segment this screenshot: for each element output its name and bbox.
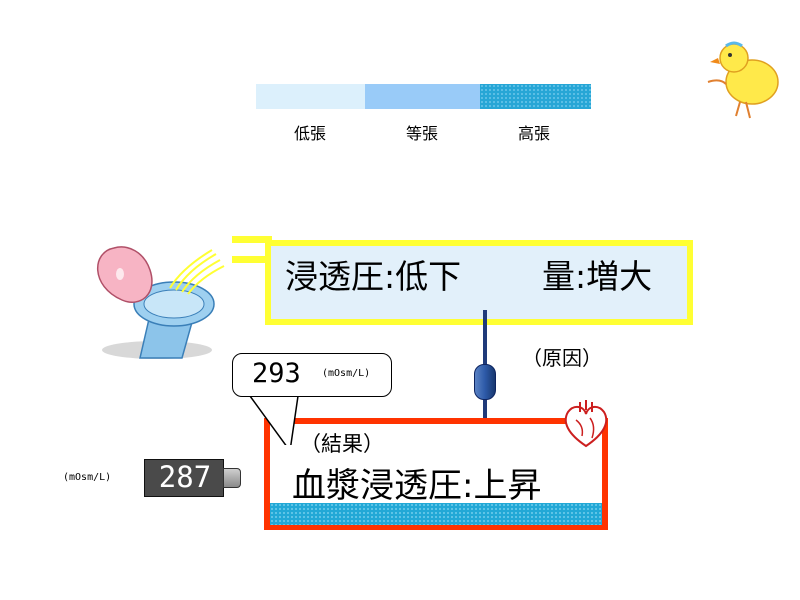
osmometer-value: 287 [158, 460, 212, 494]
osmometer-probe-icon [223, 468, 241, 488]
cause-label: （原因） [522, 346, 602, 370]
urine-volume-text: 量:増大 [542, 257, 653, 296]
bubble-osmolality-unit: (mOsm/L) [322, 368, 371, 379]
heart-icon [564, 400, 608, 448]
legend-swatch-isotonic [365, 84, 480, 109]
toilet-icon [97, 246, 225, 359]
bubble-osmolality-value: 293 [252, 358, 301, 389]
bubble-tail [249, 395, 299, 445]
urine-box-connector [232, 236, 272, 243]
urine-box-connector [232, 256, 272, 263]
cause-arrow-capsule [474, 364, 496, 400]
legend-swatch-hypertonic [480, 84, 591, 109]
plasma-hypertonic-stripe [270, 503, 602, 525]
legend-label-hypotonic: 低張 [293, 124, 326, 143]
legend-swatch-hypotonic [256, 84, 365, 109]
gauge-unit: (mOsm/L) [63, 472, 112, 483]
urine-box [265, 240, 693, 325]
osmometer-display [144, 459, 224, 497]
legend-label-isotonic: 等張 [405, 124, 438, 143]
speech-bubble [232, 353, 392, 397]
legend-label-hypertonic: 高張 [517, 124, 550, 143]
result-label: （結果） [300, 432, 384, 456]
urine-osmotic-text: 浸透圧:低下 [285, 257, 462, 296]
plasma-osmotic-text: 血漿浸透圧:上昇 [292, 466, 542, 506]
chick-icon [707, 41, 779, 119]
